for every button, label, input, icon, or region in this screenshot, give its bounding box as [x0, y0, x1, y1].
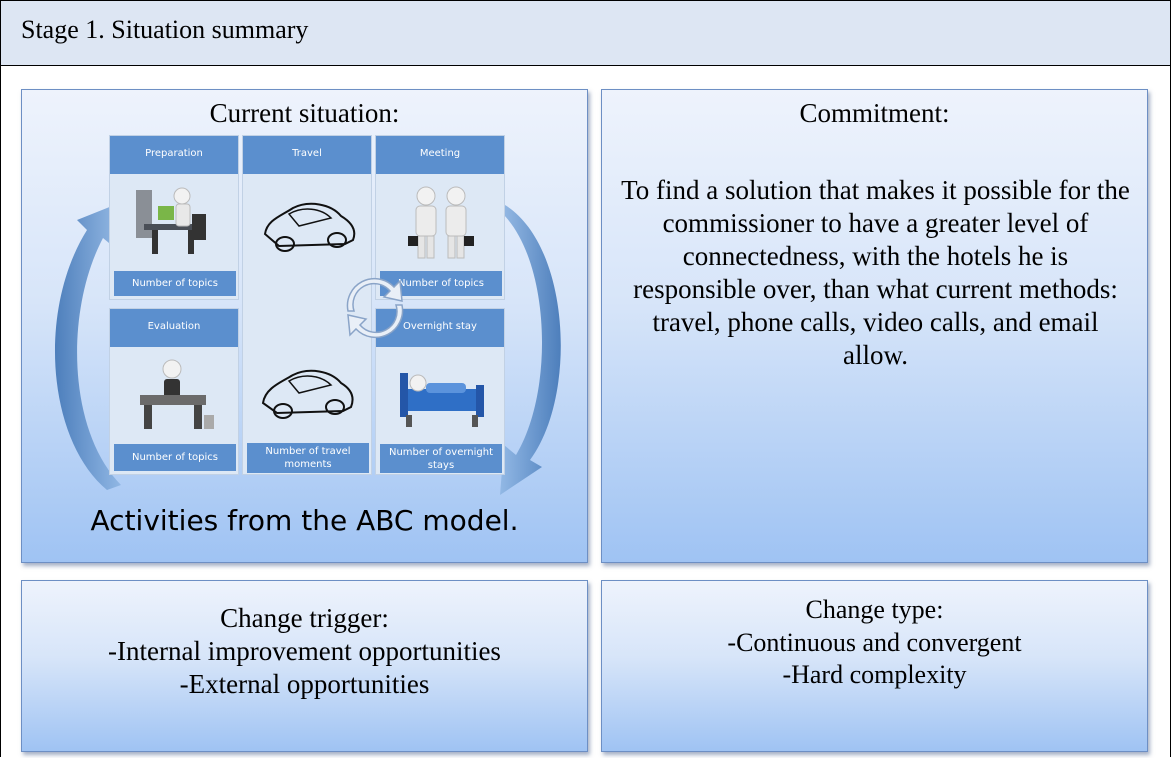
header-bar: Stage 1. Situation summary — [1, 1, 1170, 66]
commitment-text: To find a solution that makes it possibl… — [621, 175, 1130, 370]
commitment-panel: Commitment: To find a solution that make… — [601, 89, 1148, 563]
current-situation-panel: Current situation: Preparation — [21, 89, 588, 563]
change-type-panel: Change type: -Continuous and convergent … — [601, 580, 1148, 752]
evaluation-column: Evaluation Number of topics — [109, 308, 239, 475]
meeting-heading: Meeting — [376, 136, 504, 174]
preparation-column: Preparation Number of topics — [109, 135, 239, 300]
preparation-footer: Number of topics — [114, 271, 236, 296]
bed-icon — [400, 373, 484, 427]
desk-worker-icon — [136, 187, 206, 254]
change-type-item: -Hard complexity — [782, 660, 967, 689]
car-icon — [261, 369, 354, 419]
handshake-icon — [408, 186, 474, 259]
change-trigger-item: -Internal improvement opportunities — [108, 636, 501, 666]
circular-arrows-icon — [346, 277, 404, 339]
travel-footer: Number of travel moments — [247, 443, 369, 473]
travel-heading: Travel — [243, 136, 371, 174]
overnight-stay-footer: Number of overnight stays — [380, 444, 502, 473]
evaluation-footer: Number of topics — [114, 444, 236, 471]
meeting-column: Meeting Number of topics — [375, 135, 505, 300]
current-situation-caption: Activities from the ABC model. — [90, 504, 519, 537]
commitment-title: Commitment: — [799, 98, 950, 128]
evaluation-heading: Evaluation — [110, 309, 238, 347]
change-type-item: -Continuous and convergent — [727, 628, 1022, 657]
right-cycle-arrow-icon — [500, 205, 561, 495]
current-situation-title: Current situation: — [209, 98, 400, 128]
left-cycle-arrow-icon — [54, 202, 122, 490]
overnight-stay-column: Overnight stay Number of overnight stays — [375, 308, 505, 475]
car-icon — [263, 202, 356, 252]
change-trigger-panel: Change trigger: -Internal improvement op… — [21, 580, 588, 752]
page-title: Stage 1. Situation summary — [21, 15, 309, 44]
change-trigger-item: -External opportunities — [179, 669, 430, 699]
preparation-heading: Preparation — [110, 136, 238, 174]
change-type-title: Change type: — [805, 595, 944, 624]
desk-worker-icon — [140, 359, 214, 429]
change-trigger-title: Change trigger: — [220, 603, 389, 633]
